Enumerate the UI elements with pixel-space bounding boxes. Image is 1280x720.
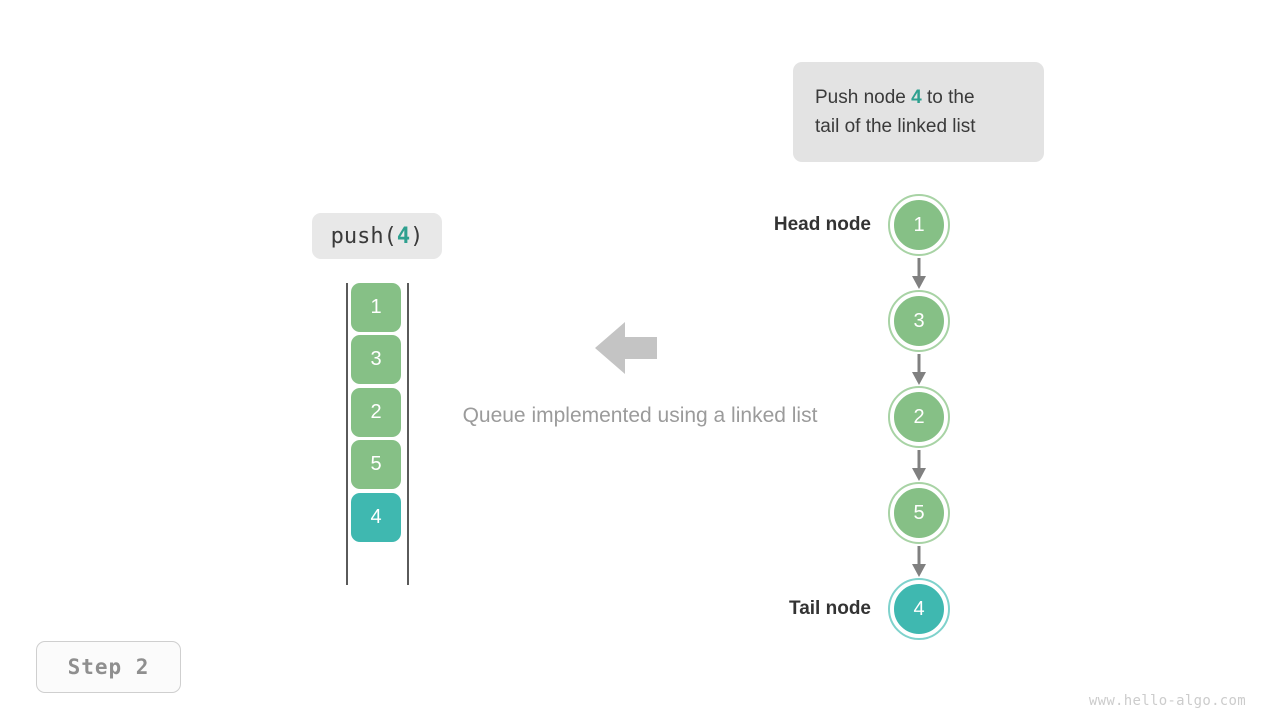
linked-list-node-ring [888, 482, 950, 544]
linked-list-node: 3 [892, 294, 946, 348]
push-chip-prefix: push( [330, 223, 397, 249]
linked-list-node: 5 [892, 486, 946, 540]
push-chip-suffix: ) [410, 223, 424, 249]
linked-list-node-ring [888, 194, 950, 256]
linked-list-node-ring [888, 386, 950, 448]
push-operation-chip: push(4) [312, 213, 442, 259]
linked-list-diagram: 1 Head node 3 2 5 4 Tail node [740, 185, 1000, 655]
callout-box: Push node 4 to the tail of the linked li… [793, 62, 1044, 162]
callout-highlight-value: 4 [911, 87, 922, 108]
push-chip-value: 4 [396, 223, 411, 249]
linked-list-edge-arrowhead [912, 564, 926, 577]
linked-list-node-ring [888, 290, 950, 352]
callout-line1-suffix: to the [921, 87, 975, 108]
diagram-caption: Queue implemented using a linked list [462, 404, 818, 427]
linked-list-edge-arrowhead [912, 468, 926, 481]
queue-cell: 4 [351, 493, 401, 542]
queue-cell: 2 [351, 388, 401, 437]
queue-cell: 1 [351, 283, 401, 332]
linked-list-node-ring [888, 578, 950, 640]
linked-list-node: 2 [892, 390, 946, 444]
queue-cell: 5 [351, 440, 401, 489]
queue-rail-right [407, 283, 409, 585]
tail-node-label: Tail node [789, 598, 871, 619]
linked-list-edge-arrowhead [912, 276, 926, 289]
step-badge: Step 2 [36, 641, 181, 693]
queue-cell: 3 [351, 335, 401, 384]
linked-list-edge-arrowhead [912, 372, 926, 385]
queue-rail-left [346, 283, 348, 585]
watermark: www.hello-algo.com [1088, 693, 1246, 709]
callout-line1-prefix: Push node [815, 87, 912, 108]
linked-list-node: 1 [892, 198, 946, 252]
head-node-label: Head node [773, 214, 871, 235]
callout-line2: tail of the linked list [815, 116, 976, 137]
linked-list-edges [912, 258, 926, 577]
left-arrow-icon [595, 320, 657, 376]
linked-list-node: 4 [892, 582, 946, 636]
